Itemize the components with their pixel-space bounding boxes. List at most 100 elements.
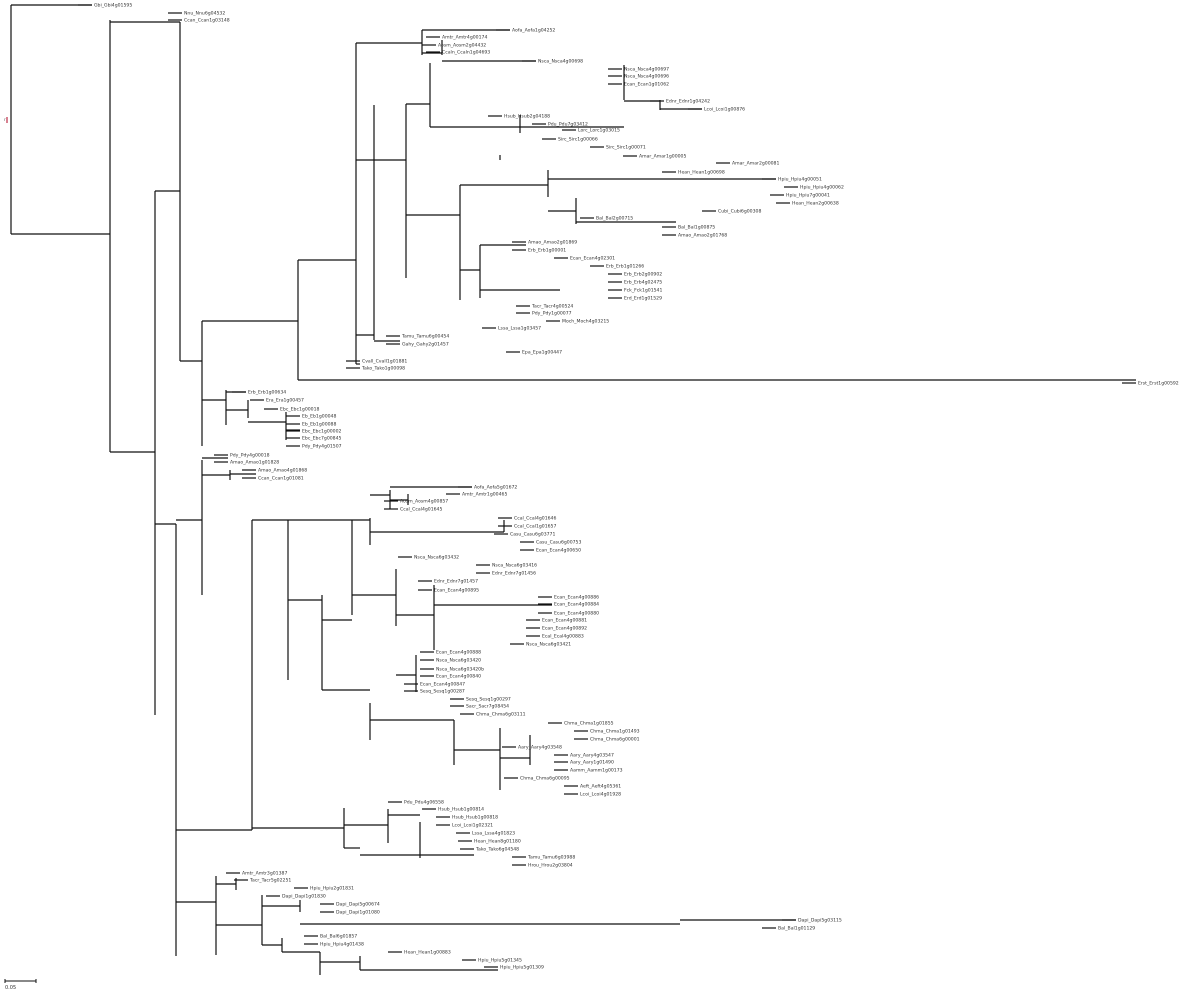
leaf-label: Ecan_Ecan4g02301 [570, 256, 615, 262]
leaf-label: Ecan_Ecan4g00884 [554, 602, 599, 608]
leaf-label: Ccal_Ccal1g01657 [514, 524, 556, 530]
leaf-label: Amao_Amao1g01828 [230, 460, 279, 466]
leaf-label: Dapi_Dapi1g01080 [336, 910, 380, 916]
leaf-label: Lcoi_Lcoi4g01928 [580, 792, 621, 798]
leaf-label: Tacr_Tacr5g02251 [249, 878, 291, 884]
leaf-label: Nsca_Nsca6g03421 [526, 642, 571, 648]
leaf-label: Erst_Erst1g00592 [1138, 381, 1179, 387]
leaf-label: Erb_Erb1g01266 [606, 264, 644, 270]
leaf-label: Dapi_Dapi5g03115 [798, 918, 842, 924]
leaf-label: Aary_Aary1g01490 [570, 760, 614, 766]
leaf-label: Amar_Amar1g00005 [639, 154, 686, 160]
leaf-label: Lssa_Lssa4g01823 [472, 831, 515, 837]
leaf-label: Amtr_Amtr4g00174 [442, 35, 487, 41]
leaf-label: Pdu_Pdu7g03412 [548, 122, 588, 128]
leaf-label: Casu_Casu6g00753 [536, 540, 581, 546]
leaf-label: Ecan_Ecan4g00880 [554, 611, 599, 617]
leaf-label: Nnu_Nnu6g04532 [184, 11, 225, 17]
leaf-label: Ecan_Ecan4g00847 [420, 682, 465, 688]
root-marker-glyph: r [4, 117, 6, 122]
leaf-label: Aamm_Aamm1g00173 [570, 768, 623, 774]
leaf-label: Eb_Eb1g00048 [302, 414, 336, 420]
leaf-label: Aosm_Aosm2g04432 [438, 43, 486, 49]
scale-bar: 0.05 [4, 979, 37, 991]
leaf-label: Tacr_Tacr4g00524 [531, 304, 573, 310]
leaf-label: Gahy_Gahy2g01457 [402, 342, 449, 348]
leaf-label: Cvall_Cvall1g01881 [362, 359, 407, 365]
leaf-label: Chma_Chma6g00001 [590, 737, 640, 743]
leaf-label: Moch_Moch4g03215 [562, 319, 609, 325]
leaf-label: Dapi_Dapi1g01830 [282, 894, 326, 900]
leaf-label: Ecan_Ecan4g00895 [434, 588, 479, 594]
leaf-label: Ednr_Ednr7g01456 [492, 571, 536, 577]
leaf-label: Tamu_Tamu6g00454 [401, 334, 449, 340]
leaf-label: Aary_Aary4g03548 [518, 745, 562, 751]
leaf-label: Pdu_Pdu4g06558 [404, 800, 444, 806]
leaf-label: Hean_Hean8g01180 [474, 839, 521, 845]
leaf-label: Ednr_Ednr1g04242 [666, 99, 710, 105]
leaf-label: Casu_Casu6g03771 [510, 532, 555, 538]
leaf-label: Cubi_Cubi6g00308 [718, 209, 761, 215]
leaf-label: Hpiu_Hpiu4g00051 [778, 177, 822, 183]
leaf-label: Epa_Epa1g00447 [522, 350, 562, 356]
leaf-label: Tako_Tako1g00098 [361, 366, 405, 372]
leaf-label: Hean_Hean1g00698 [678, 170, 725, 176]
scale-bar-label: 0.05 [5, 985, 16, 991]
leaf-labels: Gbi_Gbi4g01595Nnu_Nnu6g04532Ccan_Ccan1g0… [94, 3, 1179, 971]
leaf-label: Ccan_Ccan1g03148 [184, 18, 230, 24]
leaf-label: Aosm_Aosm4g00857 [400, 499, 448, 505]
leaf-label: Hpiu_Hpiu7g00041 [786, 193, 830, 199]
leaf-label: Amtr_Amtr3g01387 [242, 871, 287, 877]
leaf-label: Lorc_Lorc1g03015 [578, 128, 620, 134]
leaf-label: Pdy_Pdy4g00018 [230, 453, 270, 459]
leaf-label: Tako_Tako6g04548 [475, 847, 519, 853]
leaf-label: Ebc_Ebc1g00018 [280, 407, 320, 413]
leaf-label: Lcoi_Lcoi1g00876 [704, 107, 745, 113]
leaf-label: Erb_Erb1g00001 [528, 248, 566, 254]
leaf-label: Hean_Hean2g00638 [792, 201, 839, 207]
leaf-label: Chma_Chma6g00095 [520, 776, 570, 782]
leaf-label: Pdy_Pdy4g01507 [302, 444, 342, 450]
leaf-label: Erb_Erb1g00634 [248, 390, 286, 396]
leaf-label: Chma_Chma1g01493 [590, 729, 640, 735]
leaf-label: Ccan_Ccan1g01081 [258, 476, 304, 482]
leaf-label: Erb_Erb4g02475 [624, 280, 662, 286]
leaf-label: Eb_Eb1g00088 [302, 422, 336, 428]
leaf-label: Nsca_Nsca6g03432 [414, 555, 459, 561]
leaf-label: Ecan_Ecan4g00892 [542, 626, 587, 632]
leaf-label: Ebc_Ebc7g00845 [302, 436, 342, 442]
leaf-label: Amtr_Amtr1g00465 [462, 492, 507, 498]
leaf-label: Ccal_Ccal4g01645 [400, 507, 442, 513]
tree-branches [10, 4, 1136, 975]
leaf-label: Sesq_Sesq1g00287 [420, 689, 465, 695]
leaf-label: Hsub_Hsub1g00818 [452, 815, 498, 821]
leaf-label: Ecal_Ecal4g00883 [542, 634, 584, 640]
leaf-label: Aeft_Aeft4g05361 [580, 784, 621, 790]
leaf-label: Ecan_Ecan4g00840 [436, 674, 481, 680]
leaf-label: Nsca_Nsca6g03420b [436, 667, 484, 673]
leaf-label: Ecan_Ecan4g00886 [554, 595, 599, 601]
leaf-label: Dapi_Dapi5g00674 [336, 902, 380, 908]
root-marker: r [4, 117, 8, 123]
leaf-label: Hsub_Hsub2g04188 [504, 114, 550, 120]
leaf-label: Ecan_Ecan1g01062 [624, 82, 669, 88]
leaf-label: Sacr_Sacr7g08454 [466, 704, 509, 710]
leaf-label: Fck_Fck1g01541 [624, 288, 662, 294]
leaf-label: Ecan_Ecan4g00881 [542, 618, 587, 624]
leaf-label: Hpiu_Hpiu2g01831 [310, 886, 354, 892]
leaf-label: Ebc_Ebc1g00002 [302, 429, 342, 435]
leaf-label: Hpiu_Hpiu5g01345 [478, 958, 522, 964]
leaf-label: Bal_Bal1g01129 [778, 926, 815, 932]
leaf-label: Lssa_Lssa1g03457 [498, 326, 541, 332]
leaf-label: Lcoi_Lcoi1g02321 [452, 823, 493, 829]
leaf-label: Amao_Amao4g01868 [258, 468, 307, 474]
leaf-label: Bal_Bal2g00715 [596, 216, 633, 222]
leaf-label: Era_Era1g00457 [266, 398, 304, 404]
leaf-label: Aary_Aary4g03547 [570, 753, 614, 759]
leaf-label: Hpiu_Hpiu4g01438 [320, 942, 364, 948]
leaf-label: Nsca_Nsca4g00696 [624, 74, 669, 80]
leaf-label: Chma_Chma1g01855 [564, 721, 614, 727]
leaf-label: Chma_Chma6g03111 [476, 712, 526, 718]
leaf-label: Nsca_Nsca6g03420 [436, 658, 481, 664]
